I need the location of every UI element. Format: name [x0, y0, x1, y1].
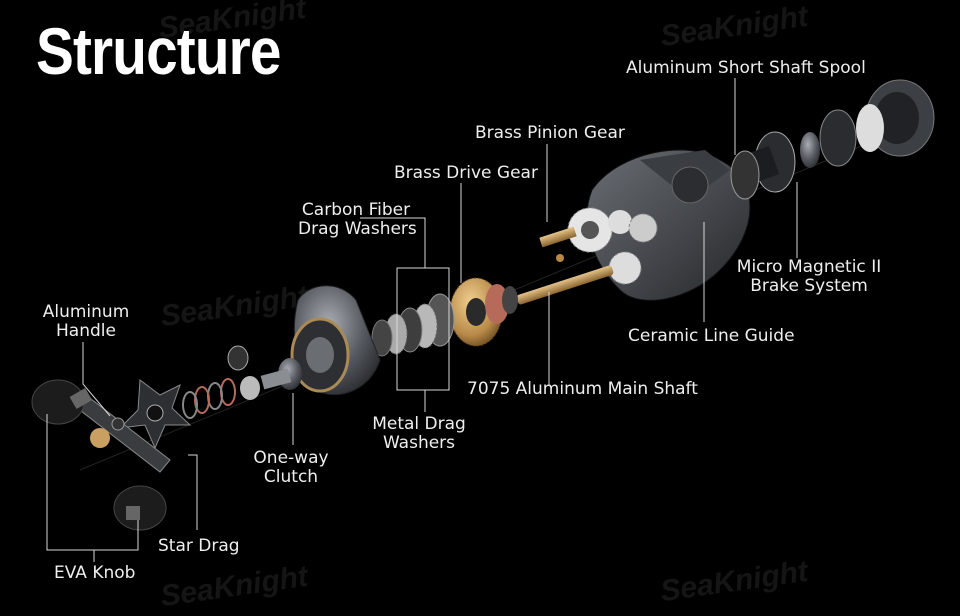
- pinion-gears: [539, 207, 658, 285]
- eva-knobs: [31, 379, 167, 531]
- drag-washers: [371, 293, 455, 357]
- main-shaft: [516, 265, 614, 305]
- label-line: Drag Washers: [298, 219, 417, 239]
- label-eva-knob: EVA Knob: [54, 563, 136, 583]
- drive-gear: [449, 277, 518, 347]
- label-spool: Aluminum Short Shaft Spool: [626, 58, 866, 78]
- label-line: Carbon Fiber: [301, 200, 411, 220]
- sideplate-left: [290, 285, 381, 396]
- label-star-drag: Star Drag: [158, 536, 240, 556]
- label-line: Aluminum: [42, 302, 130, 322]
- label-aluminum-handle: Aluminum Handle: [38, 303, 134, 341]
- page-title: Structure: [36, 14, 281, 88]
- leader-lines: [46, 78, 798, 562]
- label-line: Brake System: [750, 276, 868, 296]
- label-drive-gear: Brass Drive Gear: [394, 163, 538, 183]
- label-line: Washers: [382, 433, 456, 453]
- label-line: Clutch: [263, 467, 319, 487]
- label-line: Handle: [56, 321, 116, 341]
- label-main-shaft: 7075 Aluminum Main Shaft: [467, 379, 698, 399]
- label-magnetic-brake: Micro Magnetic II Brake System: [736, 258, 882, 296]
- label-carbon-fiber-washers: Carbon Fiber Drag Washers: [298, 200, 417, 239]
- label-pinion-gear: Brass Pinion Gear: [475, 123, 625, 143]
- handle: [71, 391, 171, 473]
- label-ceramic-line-guide: Ceramic Line Guide: [628, 326, 795, 346]
- small-washers: [182, 378, 236, 419]
- spool: [730, 131, 796, 200]
- label-one-way-clutch: One-way Clutch: [246, 449, 336, 487]
- label-line: Metal Drag: [372, 414, 466, 434]
- label-line: One-way: [253, 448, 329, 468]
- star-drag: [118, 379, 192, 450]
- label-metal-drag-washers: Metal Drag Washers: [368, 415, 470, 453]
- label-line: Micro Magnetic II: [736, 257, 882, 277]
- clutch-parts: [227, 345, 302, 400]
- sideplate-right: [800, 79, 935, 168]
